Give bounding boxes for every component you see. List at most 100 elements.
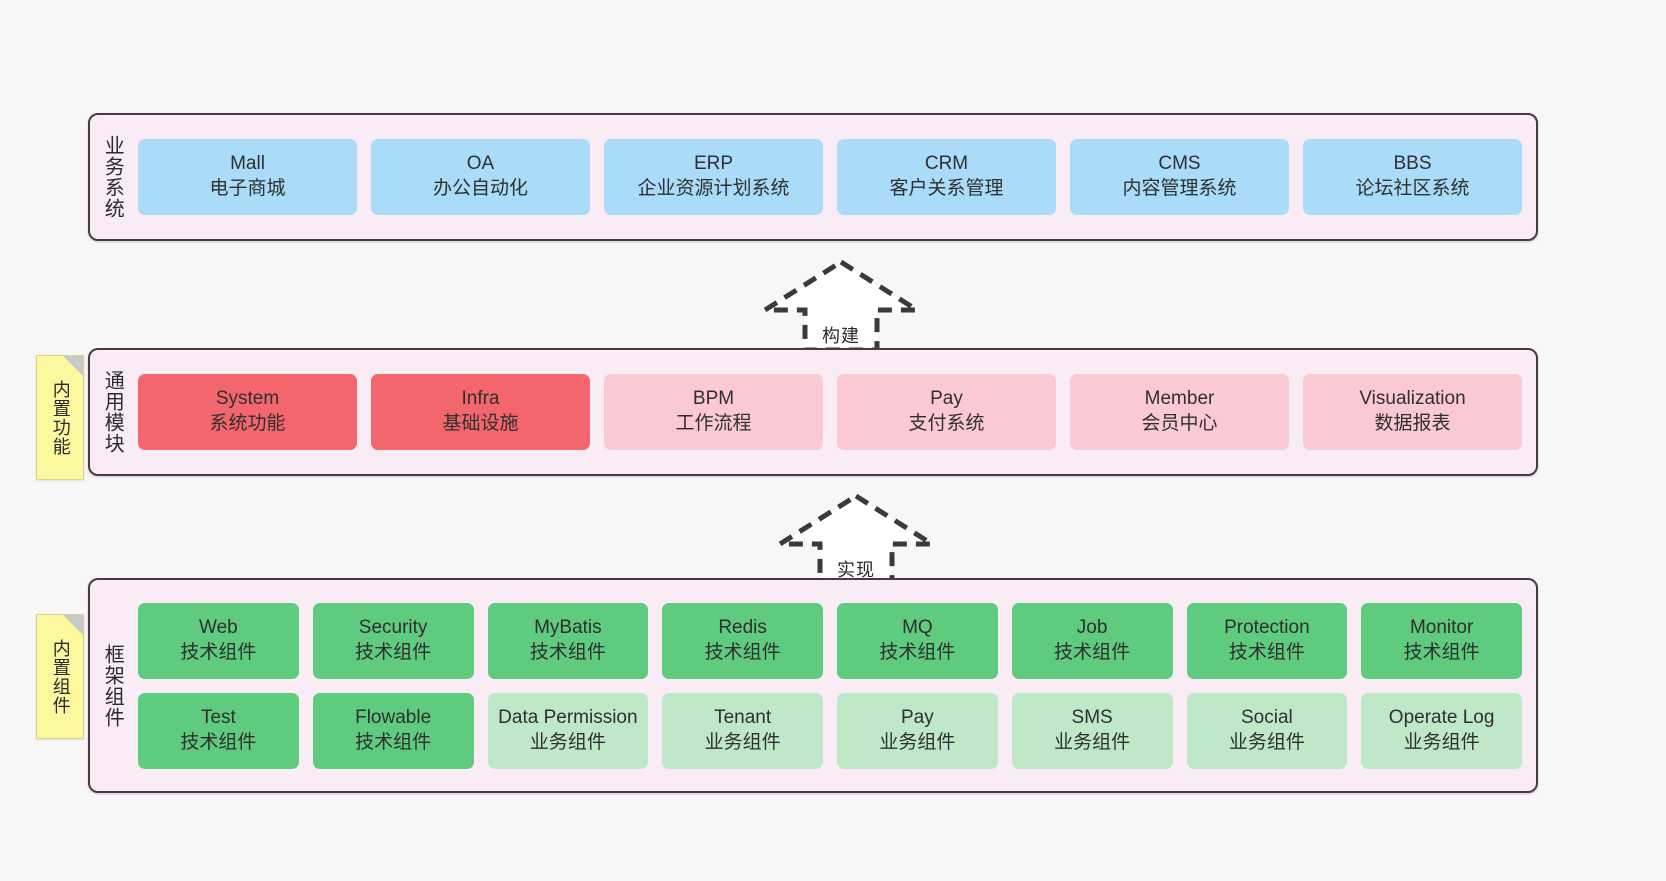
card-security[interactable]: Security 技术组件: [312, 602, 474, 679]
card-subtitle: 技术组件: [355, 731, 432, 753]
card-title: Operate Log: [1388, 706, 1495, 728]
arrow-up-dashed-icon: [756, 259, 926, 353]
card-title: Pay: [901, 706, 934, 728]
card-subtitle: 技术组件: [1054, 641, 1131, 663]
layer-common-module: 通用模块 System 系统功能 Infra 基础设施 BPM 工作流程: [88, 348, 1538, 476]
card-mall[interactable]: Mall 电子商城: [138, 139, 357, 215]
card-title: Pay: [930, 388, 963, 410]
card-job[interactable]: Job 技术组件: [1011, 602, 1173, 679]
card-title: Mall: [230, 153, 265, 175]
card-operate-log[interactable]: Operate Log 业务组件: [1361, 692, 1522, 769]
card-title: Protection: [1224, 616, 1310, 638]
card-title: BBS: [1393, 153, 1432, 175]
card-title: System: [215, 388, 280, 410]
note-builtin-function: 内置功能: [36, 355, 84, 480]
card-subtitle: 企业资源计划系统: [637, 178, 790, 199]
card-erp[interactable]: ERP 企业资源计划系统: [604, 139, 823, 215]
card-title: BPM: [692, 388, 735, 410]
card-flowable[interactable]: Flowable 技术组件: [312, 692, 474, 769]
card-social[interactable]: Social 业务组件: [1186, 692, 1348, 769]
card-web[interactable]: Web 技术组件: [138, 602, 299, 679]
card-mq[interactable]: MQ 技术组件: [837, 602, 998, 679]
card-title: Flowable: [355, 706, 432, 728]
card-title: CMS: [1158, 153, 1201, 175]
arrow-implement: 实现: [771, 492, 941, 588]
card-subtitle: 业务组件: [1228, 731, 1305, 753]
card-subtitle: 技术组件: [1228, 641, 1305, 663]
layer-framework-component-body: Web 技术组件 Security 技术组件 MyBatis 技术组件 Redi…: [134, 580, 1536, 791]
card-data-permission[interactable]: Data Permission 业务组件: [487, 692, 649, 769]
arrow-build-label: 构建: [822, 326, 860, 346]
card-monitor[interactable]: Monitor 技术组件: [1361, 602, 1522, 679]
card-test[interactable]: Test 技术组件: [138, 692, 299, 769]
card-title: Test: [200, 706, 236, 728]
card-visualization[interactable]: Visualization 数据报表: [1303, 374, 1522, 450]
card-subtitle: 技术组件: [180, 641, 257, 663]
card-mybatis[interactable]: MyBatis 技术组件: [487, 602, 649, 679]
card-subtitle: 技术组件: [355, 641, 432, 663]
card-row: System 系统功能 Infra 基础设施 BPM 工作流程 Pay 支付系统: [138, 374, 1522, 450]
note-builtin-function-label: 内置功能: [50, 379, 71, 456]
card-title: CRM: [924, 153, 969, 175]
layer-business-system: 业务系统 Mall 电子商城 OA 办公自动化 ERP 企业资源计划系统: [88, 113, 1538, 241]
card-subtitle: 数据报表: [1374, 413, 1451, 434]
card-title: OA: [466, 153, 495, 175]
card-subtitle: 技术组件: [879, 641, 956, 663]
card-subtitle: 业务组件: [529, 731, 606, 753]
card-protection[interactable]: Protection 技术组件: [1186, 602, 1348, 679]
card-tenant[interactable]: Tenant 业务组件: [662, 692, 823, 769]
arrow-implement-label: 实现: [837, 560, 875, 580]
arrow-up-dashed-icon: [771, 493, 941, 587]
card-subtitle: 业务组件: [1403, 731, 1480, 753]
layer-framework-component-title: 框架组件: [101, 643, 124, 728]
layer-common-module-body: System 系统功能 Infra 基础设施 BPM 工作流程 Pay 支付系统: [134, 350, 1536, 474]
card-title: ERP: [693, 153, 734, 175]
card-infra[interactable]: Infra 基础设施: [371, 374, 590, 450]
card-subtitle: 业务组件: [879, 731, 956, 753]
card-bpm[interactable]: BPM 工作流程: [604, 374, 823, 450]
note-fold-corner-icon: [63, 615, 83, 635]
layer-business-system-title: 业务系统: [101, 135, 124, 219]
card-row: Test 技术组件 Flowable 技术组件 Data Permission …: [138, 692, 1522, 769]
note-builtin-component: 内置组件: [36, 614, 84, 739]
layer-business-system-body: Mall 电子商城 OA 办公自动化 ERP 企业资源计划系统 CRM 客户关系…: [134, 115, 1536, 239]
card-cms[interactable]: CMS 内容管理系统: [1070, 139, 1289, 215]
card-subtitle: 技术组件: [1403, 641, 1480, 663]
card-pay-component[interactable]: Pay 业务组件: [837, 692, 998, 769]
card-oa[interactable]: OA 办公自动化: [371, 139, 590, 215]
card-subtitle: 工作流程: [675, 413, 752, 434]
card-sms[interactable]: SMS 业务组件: [1011, 692, 1173, 769]
card-title: MQ: [902, 616, 933, 638]
layer-framework-component: 框架组件 Web 技术组件 Security 技术组件 MyBatis 技术组件: [88, 578, 1538, 793]
card-bbs[interactable]: BBS 论坛社区系统: [1303, 139, 1522, 215]
card-title: Infra: [461, 388, 500, 410]
card-subtitle: 业务组件: [704, 731, 781, 753]
card-title: Social: [1241, 706, 1293, 728]
card-subtitle: 内容管理系统: [1122, 178, 1237, 199]
card-subtitle: 技术组件: [180, 731, 257, 753]
card-title: Tenant: [714, 706, 772, 728]
card-subtitle: 基础设施: [442, 413, 519, 434]
card-title: Visualization: [1359, 388, 1466, 410]
card-title: Monitor: [1409, 616, 1474, 638]
layer-common-module-title: 通用模块: [101, 370, 124, 454]
card-member[interactable]: Member 会员中心: [1070, 374, 1289, 450]
card-subtitle: 系统功能: [209, 413, 286, 434]
card-title: Redis: [718, 616, 767, 638]
card-subtitle: 支付系统: [908, 413, 985, 434]
card-crm[interactable]: CRM 客户关系管理: [837, 139, 1056, 215]
note-fold-corner-icon: [63, 356, 83, 376]
card-title: MyBatis: [534, 616, 602, 638]
card-subtitle: 电子商城: [209, 178, 286, 199]
card-title: Web: [199, 616, 238, 638]
card-title: SMS: [1071, 706, 1113, 728]
card-row: Mall 电子商城 OA 办公自动化 ERP 企业资源计划系统 CRM 客户关系…: [138, 139, 1522, 215]
card-subtitle: 办公自动化: [432, 178, 528, 199]
card-pay[interactable]: Pay 支付系统: [837, 374, 1056, 450]
card-redis[interactable]: Redis 技术组件: [662, 602, 823, 679]
card-subtitle: 技术组件: [529, 641, 606, 663]
card-subtitle: 客户关系管理: [889, 178, 1004, 199]
card-title: Job: [1076, 616, 1108, 638]
card-system[interactable]: System 系统功能: [138, 374, 357, 450]
